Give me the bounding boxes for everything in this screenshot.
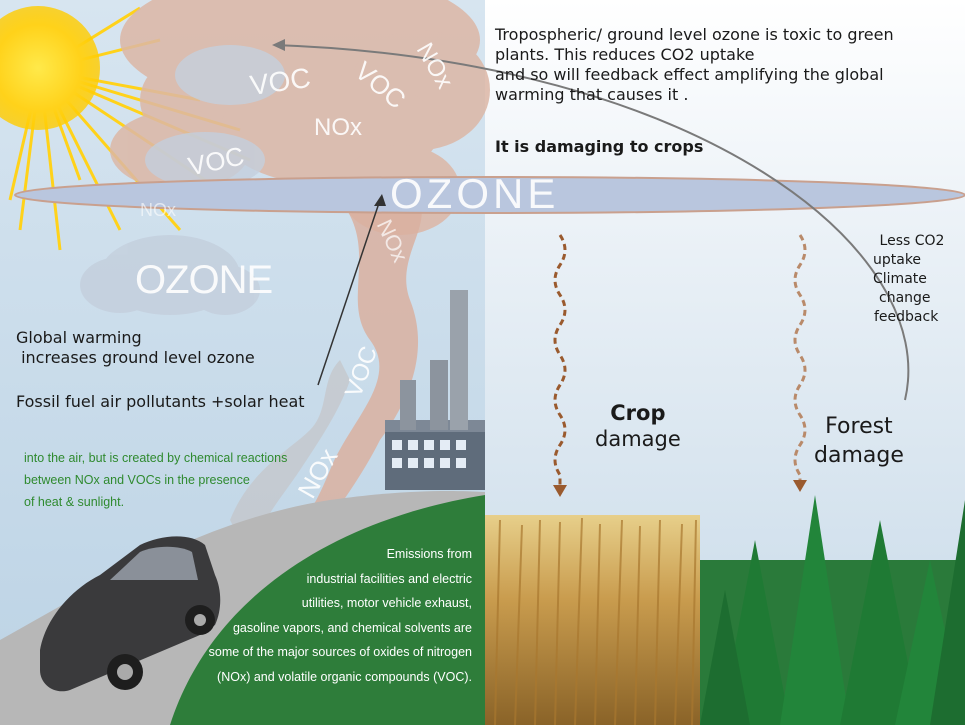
forest-squiggle	[793, 234, 807, 485]
label-nox-3: NOx	[140, 200, 176, 220]
crops-heading: It is damaging to crops	[495, 137, 704, 156]
intro-line-1: Tropospheric/ ground level ozone is toxi…	[495, 25, 894, 44]
smoke-plume	[270, 200, 422, 560]
forest-line-1: Forest	[825, 414, 893, 439]
feedback-line-4: change	[879, 290, 931, 306]
green-line-3: of heat & sunlight.	[24, 495, 125, 509]
emissions-line-6: (NOx) and volatile organic compounds (VO…	[217, 669, 472, 684]
feedback-arrow-head	[272, 39, 285, 51]
forest-squiggle-head	[793, 480, 807, 492]
wheat-stalks	[494, 517, 697, 725]
solar-arrow-head	[374, 194, 386, 206]
emissions-line-4: gasoline vapors, and chemical solvents a…	[232, 620, 472, 635]
car	[40, 536, 221, 692]
forest	[700, 495, 965, 725]
emissions-line-3: utilities, motor vehicle exhaust,	[301, 596, 472, 610]
feedback-arrow	[274, 44, 910, 401]
emissions-line-1: Emissions from	[386, 547, 472, 561]
crop-damage-label: Crop damage	[595, 400, 681, 452]
forest-line-2: damage	[814, 443, 904, 468]
global-warming-text: Global warming increases ground level oz…	[16, 328, 255, 368]
forest-damage-label: Forest damage	[814, 412, 904, 470]
crop-squiggle	[553, 234, 567, 490]
feedback-note: Less CO2 uptake Climate change feedback	[862, 232, 962, 327]
label-nox-2: NOx	[314, 114, 362, 141]
green-line-1: into the air, but is created by chemical…	[24, 451, 288, 465]
label-ozone-big: OZONE	[390, 170, 560, 217]
intro-line-4: warming that causes it .	[495, 85, 689, 104]
green-line-2: between NOx and VOCs in the presence	[24, 473, 250, 487]
green-caption: into the air, but is created by chemical…	[24, 447, 288, 513]
solar-arrow	[317, 199, 381, 386]
warming-line-2: increases ground level ozone	[16, 348, 255, 367]
intro-line-2: plants. This reduces CO2 uptake	[495, 45, 755, 64]
emissions-caption: Emissions from industrial facilities and…	[200, 542, 472, 689]
crop-rest: damage	[595, 427, 681, 451]
warming-line-1: Global warming	[16, 328, 142, 347]
grass-hill	[170, 495, 485, 725]
intro-paragraph: Tropospheric/ ground level ozone is toxi…	[495, 25, 965, 105]
label-ozone-small: OZONE	[135, 258, 273, 302]
feedback-line-1: Less CO2	[879, 233, 945, 249]
feedback-line-3: Climate	[873, 271, 927, 287]
crop-squiggle-head	[553, 485, 567, 497]
crop-bold: Crop	[610, 401, 666, 425]
emissions-line-5: some of the major sources of oxides of n…	[208, 645, 472, 659]
smoke-plume-grey	[230, 360, 350, 560]
feedback-line-2: uptake	[873, 252, 922, 268]
grey-clouds	[80, 45, 285, 315]
wheat-field	[485, 515, 700, 725]
ozone-band	[14, 176, 965, 214]
factory	[385, 290, 485, 490]
intro-line-3: and so will feedback effect amplifying t…	[495, 65, 884, 84]
pollutants-text: Fossil fuel air pollutants +solar heat	[16, 392, 305, 411]
feedback-line-5: feedback	[874, 309, 939, 325]
emissions-line-2: industrial facilities and electric	[306, 571, 472, 586]
